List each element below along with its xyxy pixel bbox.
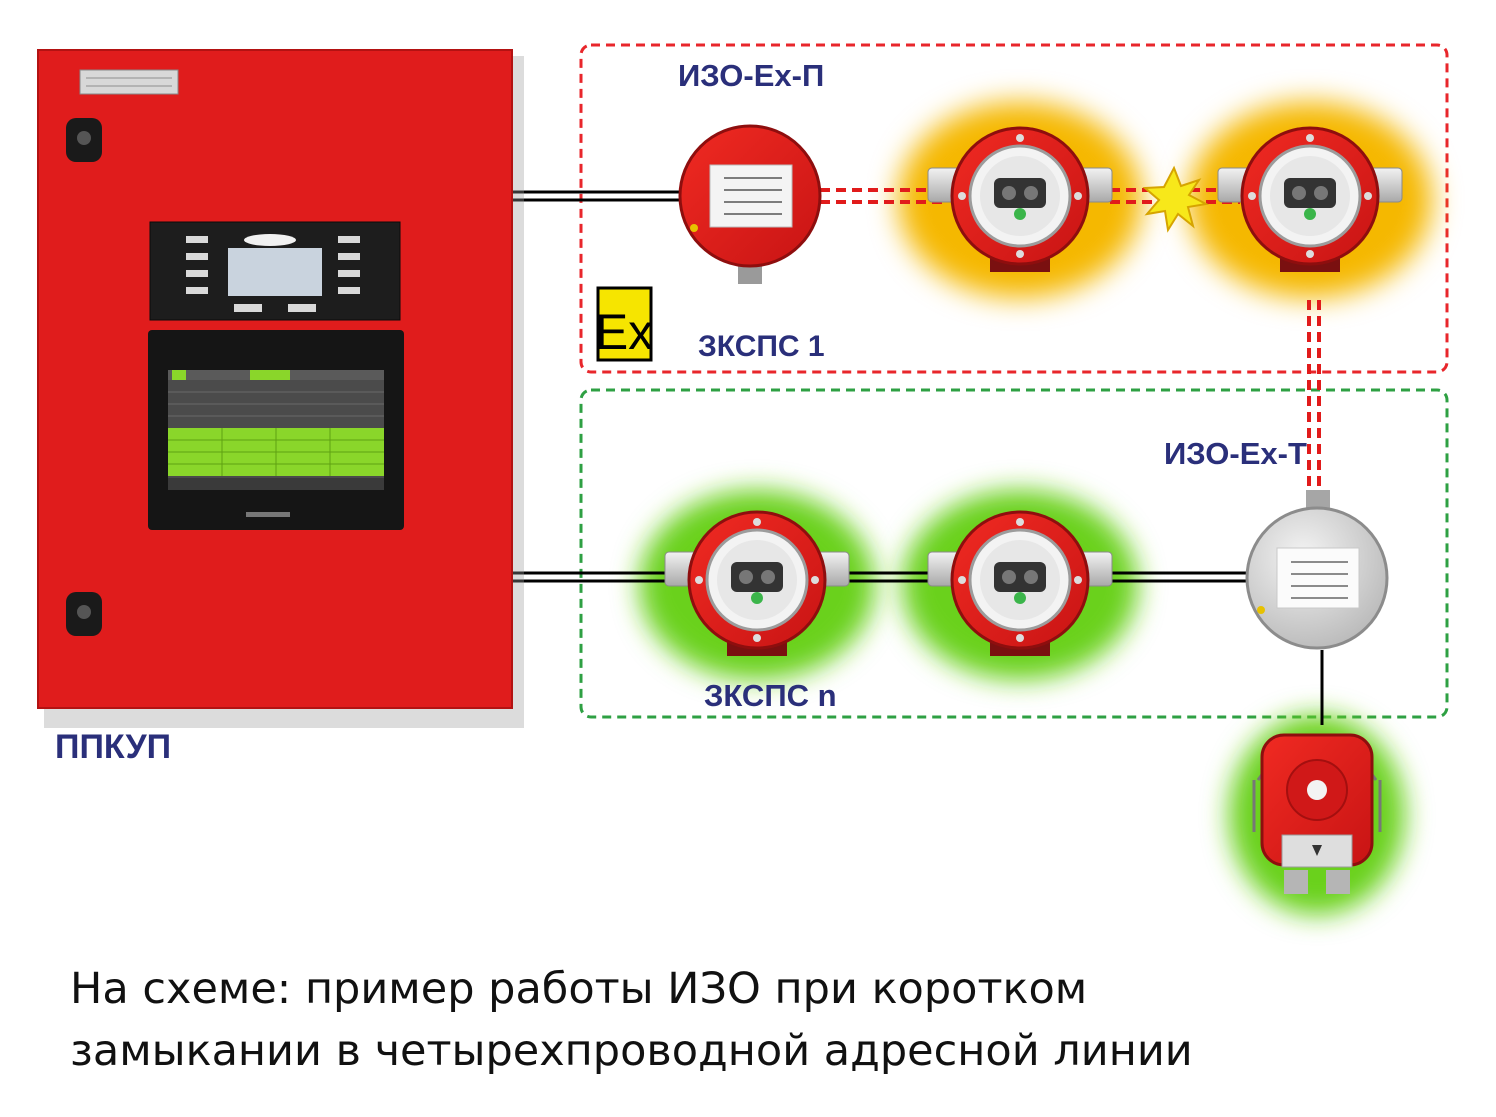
caption-line-2: замыкании в четырехпроводной адресной ли… (70, 1026, 1193, 1076)
zone1-frame (579, 43, 1449, 374)
caption-line-1: На схеме: пример работы ИЗО при коротком (70, 964, 1088, 1014)
iso-ex-t-device (1245, 490, 1389, 650)
ex-mark-icon: Ex (595, 286, 653, 362)
iso-ex-p-device (678, 124, 822, 284)
panel-label: ППКУП (55, 728, 172, 766)
zonen-label: ЗКСПС n (704, 678, 837, 713)
diagram-caption: На схеме: пример работы ИЗО при коротком… (70, 958, 1470, 1082)
zone1-label: ЗКСПС 1 (698, 330, 825, 363)
control-panel-cabinet (37, 49, 524, 728)
iso-ex-p-label: ИЗО-Ex-П (678, 58, 825, 93)
wire-lower (512, 571, 1250, 583)
iso-ex-t-label: ИЗО-Ex-Т (1164, 436, 1307, 471)
manual-call-point-device (1252, 733, 1382, 894)
zonen-frame (579, 388, 1449, 719)
ex-mark-text: Ex (595, 304, 653, 360)
short-circuit-spark-icon (1142, 165, 1210, 233)
wire-upper (512, 190, 684, 202)
